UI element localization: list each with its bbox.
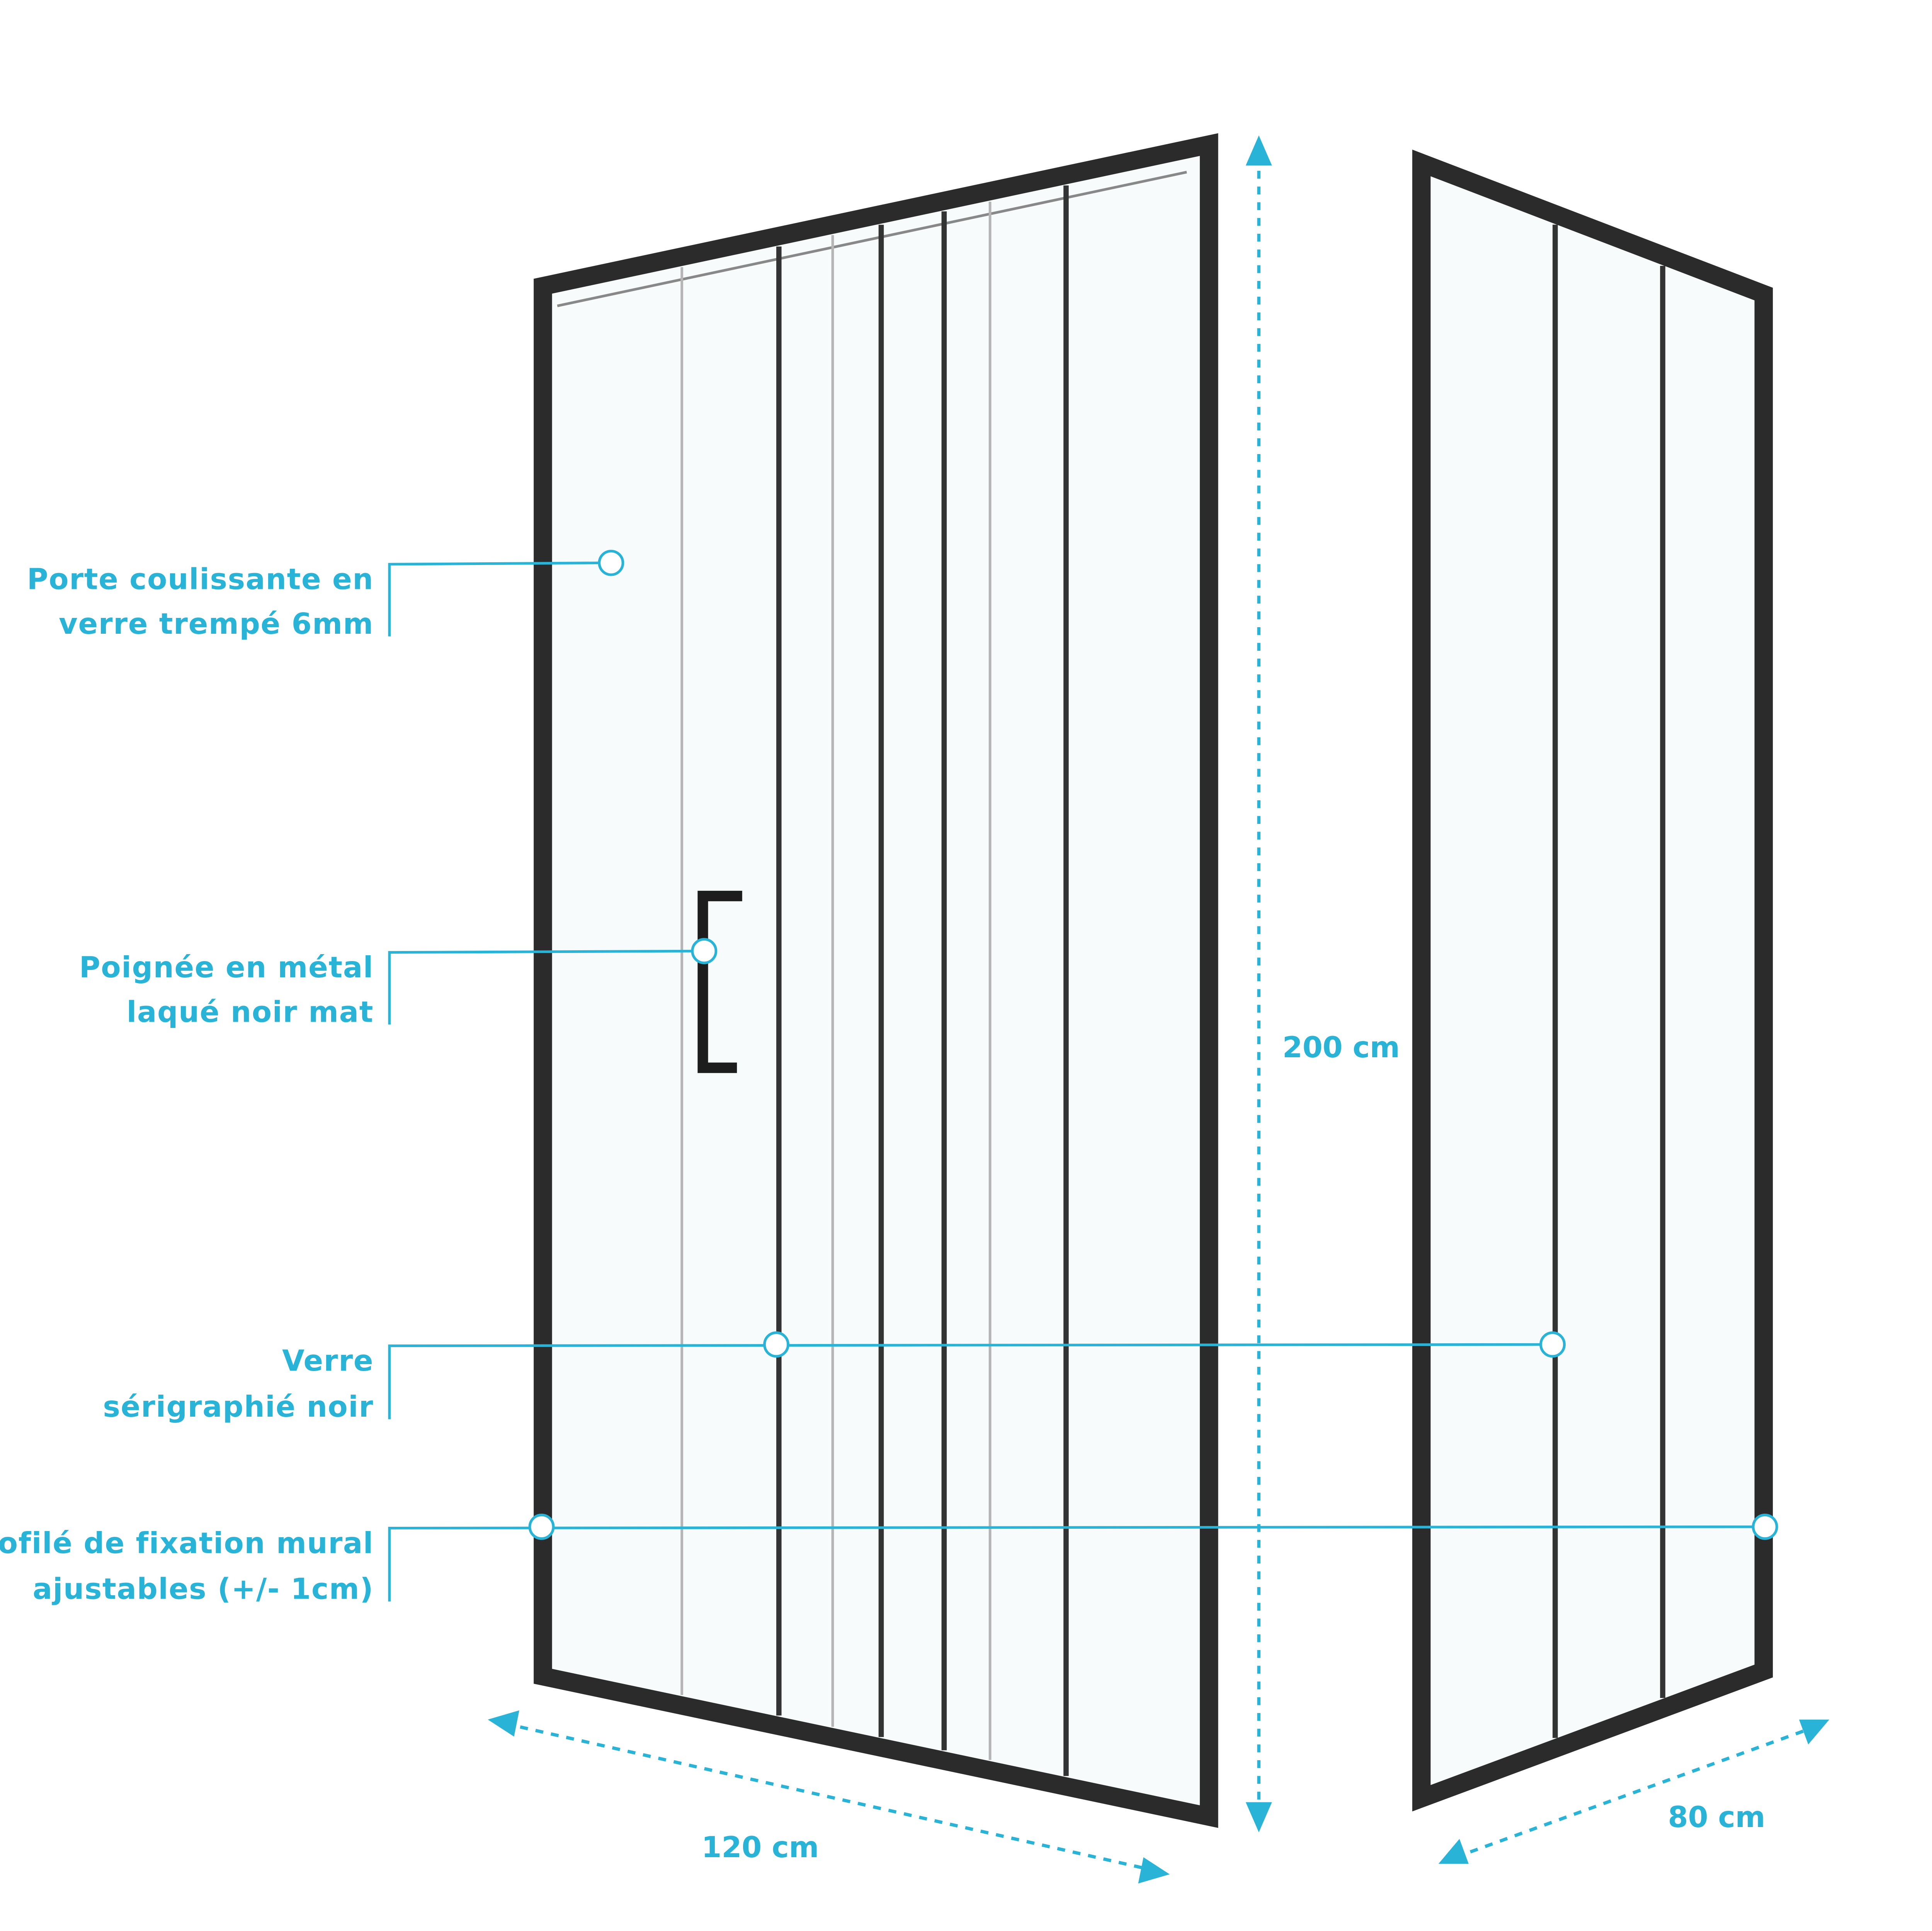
arrow-right-icon xyxy=(1138,1857,1170,1884)
front-width-dimension: 120 cm xyxy=(488,1710,1170,1884)
callout-marker xyxy=(528,1514,555,1540)
callout-label-line1: Porte coulissante en xyxy=(27,563,374,596)
callout-label-line1: Poignée en métal xyxy=(79,951,374,984)
callout-screen-printed-glass: Verre sérigraphié noir xyxy=(103,1331,1566,1424)
callout-leader xyxy=(388,561,599,636)
callout-marker xyxy=(598,550,624,576)
arrow-down-icon xyxy=(1245,1802,1272,1832)
callout-label-line2: sérigraphié noir xyxy=(103,1390,374,1424)
side-width-line xyxy=(1455,1726,1814,1859)
front-frame xyxy=(534,133,1218,1828)
arrow-left-icon xyxy=(1438,1839,1469,1864)
front-width-line xyxy=(504,1722,1155,1872)
front-frame-inner-top xyxy=(557,171,1187,307)
callout-label-line1: Profilé de fixation mural xyxy=(0,1526,374,1560)
callout-marker xyxy=(1539,1331,1566,1358)
front-sliding-panel xyxy=(534,133,1218,1828)
callout-label-line2: ajustables (+/- 1cm) xyxy=(33,1572,374,1606)
arrow-right-icon xyxy=(1799,1719,1830,1745)
height-label: 200 cm xyxy=(1282,1031,1400,1064)
callout-label-line2: laqué noir mat xyxy=(127,995,374,1029)
callout-leader xyxy=(388,1343,1541,1419)
callout-handle: Poignée en métal laqué noir mat xyxy=(79,938,718,1029)
side-frame xyxy=(1412,150,1773,1812)
side-width-dimension: 80 cm xyxy=(1438,1719,1830,1864)
callout-sliding-door: Porte coulissante en verre trempé 6mm xyxy=(27,550,624,641)
callout-label-line2: verre trempé 6mm xyxy=(59,607,374,641)
side-width-label: 80 cm xyxy=(1668,1800,1765,1834)
arrow-up-icon xyxy=(1245,135,1272,166)
side-fixed-panel xyxy=(1412,150,1773,1812)
callout-marker xyxy=(763,1331,789,1358)
arrow-left-icon xyxy=(488,1710,519,1737)
callout-marker xyxy=(1752,1514,1778,1540)
callout-leader xyxy=(388,1525,1753,1602)
callout-wall-profile: Profilé de fixation mural ajustables (+/… xyxy=(0,1514,1778,1606)
callout-marker xyxy=(691,938,718,965)
door-handle xyxy=(697,891,742,1073)
callout-label-line1: Verre xyxy=(282,1344,374,1378)
callout-leader xyxy=(388,949,692,1025)
front-width-label: 120 cm xyxy=(702,1831,819,1864)
height-dimension: 200 cm xyxy=(1245,135,1400,1832)
